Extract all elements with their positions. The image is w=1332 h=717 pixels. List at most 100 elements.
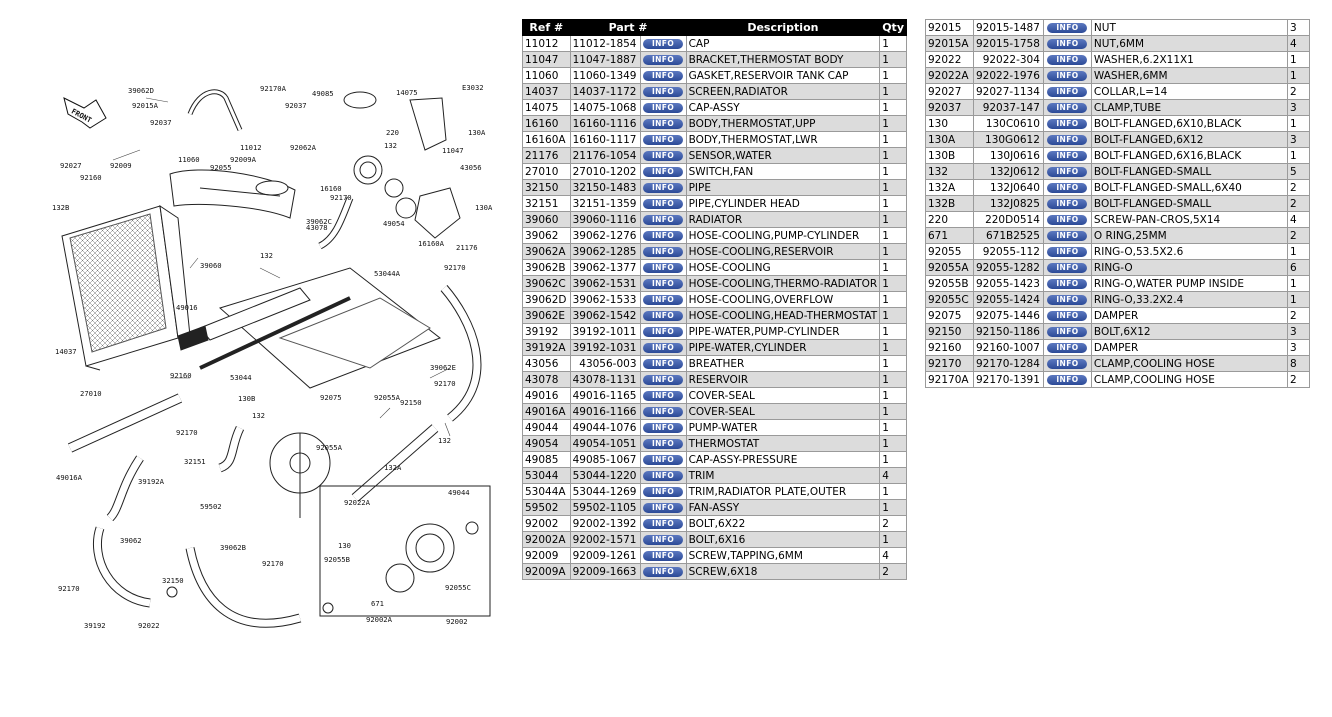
info-button[interactable]: INFO [1047, 86, 1088, 97]
info-button[interactable]: INFO [643, 38, 684, 49]
description-cell: BREATHER [685, 355, 881, 372]
info-button[interactable]: INFO [643, 438, 684, 449]
info-cell: INFO [1042, 147, 1092, 164]
info-cell: INFO [1042, 275, 1092, 292]
info-button[interactable]: INFO [643, 294, 684, 305]
callout-label: 27010 [80, 389, 102, 398]
info-button[interactable]: INFO [643, 406, 684, 417]
ref-cell: 671 [925, 227, 974, 244]
ref-cell: 92022A [925, 67, 974, 84]
part-number-cell: 92055-1282 [973, 259, 1044, 276]
info-button[interactable]: INFO [643, 518, 684, 529]
callout-label: 92002 [446, 617, 468, 626]
info-button[interactable]: INFO [1047, 134, 1088, 145]
info-button[interactable]: INFO [643, 134, 684, 145]
info-button[interactable]: INFO [643, 118, 684, 129]
description-cell: GASKET,RESERVOIR TANK CAP [685, 67, 881, 84]
info-button[interactable]: INFO [643, 422, 684, 433]
info-button[interactable]: INFO [1047, 70, 1088, 81]
info-button[interactable]: INFO [643, 278, 684, 289]
info-button[interactable]: INFO [643, 454, 684, 465]
info-button[interactable]: INFO [643, 390, 684, 401]
ref-cell: 39062B [522, 259, 571, 276]
qty-cell: 2 [1286, 195, 1311, 212]
info-button[interactable]: INFO [643, 342, 684, 353]
description-cell: BOLT-FLANGED-SMALL [1090, 195, 1288, 212]
info-button[interactable]: INFO [1047, 326, 1088, 337]
part-number-cell: 11060-1349 [569, 67, 641, 84]
info-button[interactable]: INFO [1047, 246, 1088, 257]
part-number-cell: 53044-1269 [569, 483, 641, 500]
info-button[interactable]: INFO [643, 246, 684, 257]
info-button[interactable]: INFO [1047, 294, 1088, 305]
info-button[interactable]: INFO [643, 54, 684, 65]
info-button[interactable]: INFO [643, 326, 684, 337]
info-button[interactable]: INFO [1047, 310, 1088, 321]
info-button[interactable]: INFO [643, 166, 684, 177]
info-cell: INFO [639, 179, 687, 196]
info-button[interactable]: INFO [643, 550, 684, 561]
info-button[interactable]: INFO [643, 534, 684, 545]
info-button[interactable]: INFO [643, 182, 684, 193]
info-button[interactable]: INFO [1047, 358, 1088, 369]
info-button[interactable]: INFO [643, 102, 684, 113]
callout-label: 92170 [58, 584, 80, 593]
info-button[interactable]: INFO [1047, 118, 1088, 129]
ref-cell: 132B [925, 195, 974, 212]
callout-label: 92150 [400, 398, 422, 407]
info-button[interactable]: INFO [643, 262, 684, 273]
info-button[interactable]: INFO [643, 230, 684, 241]
info-button[interactable]: INFO [1047, 102, 1088, 113]
info-button[interactable]: INFO [1047, 166, 1088, 177]
part-number-cell: 130J0616 [973, 147, 1044, 164]
callout-label: 11060 [178, 155, 200, 164]
info-button[interactable]: INFO [1047, 342, 1088, 353]
callout-label: 32150 [162, 576, 184, 585]
info-button[interactable]: INFO [643, 502, 684, 513]
info-button[interactable]: INFO [1047, 182, 1088, 193]
part-number-cell: 21176-1054 [569, 147, 641, 164]
qty-cell: 1 [879, 179, 907, 196]
info-button[interactable]: INFO [643, 214, 684, 225]
info-button[interactable]: INFO [643, 566, 684, 577]
info-button[interactable]: INFO [1047, 278, 1088, 289]
info-button[interactable]: INFO [1047, 262, 1088, 273]
info-button[interactable]: INFO [643, 486, 684, 497]
description-cell: COVER-SEAL [685, 403, 881, 420]
info-button[interactable]: INFO [643, 150, 684, 161]
description-cell: O RING,25MM [1090, 227, 1288, 244]
info-button[interactable]: INFO [1047, 198, 1088, 209]
part-number-cell: 132J0640 [973, 179, 1044, 196]
info-button[interactable]: INFO [1047, 22, 1088, 33]
info-cell: INFO [639, 435, 687, 452]
info-button[interactable]: INFO [643, 374, 684, 385]
qty-cell: 5 [1286, 163, 1311, 180]
info-button[interactable]: INFO [643, 358, 684, 369]
info-button[interactable]: INFO [1047, 150, 1088, 161]
info-button[interactable]: INFO [643, 310, 684, 321]
info-button[interactable]: INFO [643, 470, 684, 481]
callout-label: 92075 [320, 393, 342, 402]
ref-cell: 92170A [925, 371, 974, 388]
info-button[interactable]: INFO [1047, 230, 1088, 241]
info-button[interactable]: INFO [643, 198, 684, 209]
info-button[interactable]: INFO [643, 86, 684, 97]
callout-label: 16160A [418, 239, 445, 248]
info-button[interactable]: INFO [1047, 38, 1088, 49]
info-button[interactable]: INFO [1047, 54, 1088, 65]
info-button[interactable]: INFO [1047, 214, 1088, 225]
info-cell: INFO [639, 83, 687, 100]
info-button[interactable]: INFO [1047, 374, 1088, 385]
part-number-cell: 39062-1542 [569, 307, 641, 324]
ref-cell: 39062D [522, 291, 571, 308]
info-button[interactable]: INFO [643, 70, 684, 81]
